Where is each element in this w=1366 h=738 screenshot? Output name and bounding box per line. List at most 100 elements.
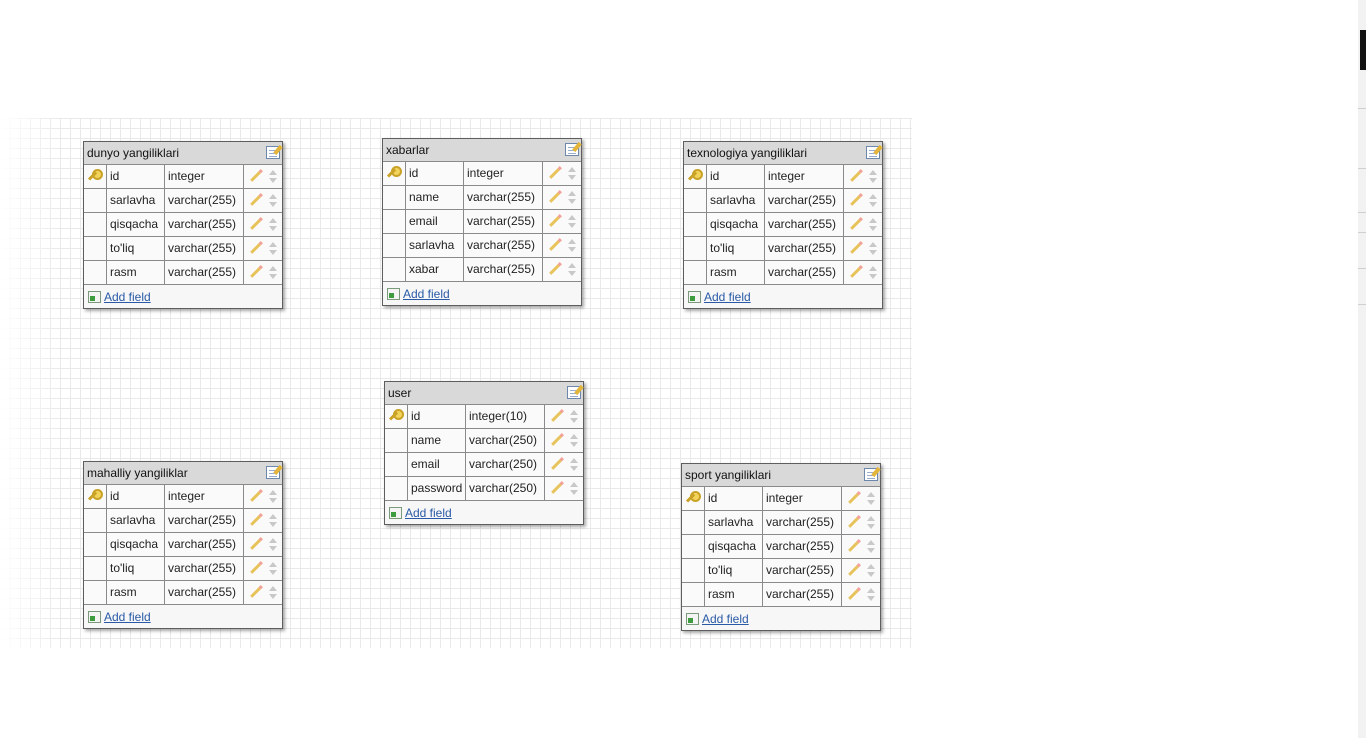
table-header[interactable]: dunyo yangiliklari (84, 142, 282, 165)
pencil-icon[interactable] (250, 513, 264, 526)
reorder-icon[interactable] (868, 170, 877, 183)
reorder-icon[interactable] (569, 410, 578, 423)
add-field-link[interactable]: Add field (702, 611, 749, 626)
reorder-icon[interactable] (866, 540, 875, 553)
pencil-icon[interactable] (551, 409, 565, 422)
table-header[interactable]: mahalliy yangiliklar (84, 462, 282, 485)
reorder-icon[interactable] (268, 562, 277, 575)
pencil-icon[interactable] (549, 190, 563, 203)
reorder-icon[interactable] (268, 490, 277, 503)
add-field-icon[interactable] (88, 290, 101, 303)
reorder-icon[interactable] (268, 242, 277, 255)
add-field-icon[interactable] (88, 610, 101, 623)
edit-table-icon[interactable] (567, 386, 581, 399)
reorder-icon[interactable] (567, 215, 576, 228)
pencil-icon[interactable] (848, 587, 862, 600)
add-field-link[interactable]: Add field (104, 609, 151, 624)
reorder-icon[interactable] (567, 167, 576, 180)
pencil-icon[interactable] (551, 433, 565, 446)
pencil-icon[interactable] (551, 457, 565, 470)
pencil-icon[interactable] (549, 214, 563, 227)
pencil-icon[interactable] (850, 265, 864, 278)
reorder-icon[interactable] (268, 514, 277, 527)
reorder-icon[interactable] (866, 492, 875, 505)
reorder-icon[interactable] (569, 458, 578, 471)
reorder-icon[interactable] (866, 564, 875, 577)
edit-table-icon[interactable] (266, 146, 280, 159)
pencil-icon[interactable] (250, 537, 264, 550)
table-header[interactable]: texnologiya yangiliklari (684, 142, 882, 165)
reorder-icon[interactable] (569, 482, 578, 495)
add-field-icon[interactable] (688, 290, 701, 303)
table-header[interactable]: sport yangiliklari (682, 464, 880, 487)
reorder-icon[interactable] (868, 266, 877, 279)
table-header[interactable]: user (385, 382, 583, 405)
edit-table-icon[interactable] (864, 468, 878, 481)
pencil-icon[interactable] (250, 193, 264, 206)
pencil-icon[interactable] (250, 169, 264, 182)
pencil-icon[interactable] (848, 539, 862, 552)
add-field-link[interactable]: Add field (405, 505, 452, 520)
pencil-icon[interactable] (551, 481, 565, 494)
pencil-icon[interactable] (848, 515, 862, 528)
pencil-icon[interactable] (549, 262, 563, 275)
reorder-icon[interactable] (567, 263, 576, 276)
add-field-icon[interactable] (387, 287, 400, 300)
add-field-link[interactable]: Add field (704, 289, 751, 304)
pencil-icon[interactable] (250, 585, 264, 598)
reorder-icon[interactable] (567, 239, 576, 252)
pencil-icon[interactable] (850, 193, 864, 206)
add-field-icon[interactable] (686, 612, 699, 625)
pencil-icon[interactable] (850, 169, 864, 182)
table-header[interactable]: xabarlar (383, 139, 581, 162)
edit-table-icon[interactable] (266, 466, 280, 479)
pencil-icon[interactable] (850, 217, 864, 230)
reorder-icon[interactable] (268, 266, 277, 279)
pencil-icon[interactable] (250, 241, 264, 254)
pencil-icon[interactable] (250, 561, 264, 574)
pencil-icon[interactable] (250, 489, 264, 502)
reorder-icon[interactable] (569, 434, 578, 447)
pencil-icon[interactable] (549, 238, 563, 251)
pencil-icon[interactable] (848, 491, 862, 504)
pencil-icon[interactable] (250, 217, 264, 230)
reorder-icon[interactable] (268, 538, 277, 551)
reorder-icon[interactable] (268, 170, 277, 183)
pencil-icon[interactable] (850, 241, 864, 254)
edit-table-icon[interactable] (565, 143, 579, 156)
add-field-icon[interactable] (389, 506, 402, 519)
pencil-icon[interactable] (250, 265, 264, 278)
add-field-link[interactable]: Add field (403, 286, 450, 301)
